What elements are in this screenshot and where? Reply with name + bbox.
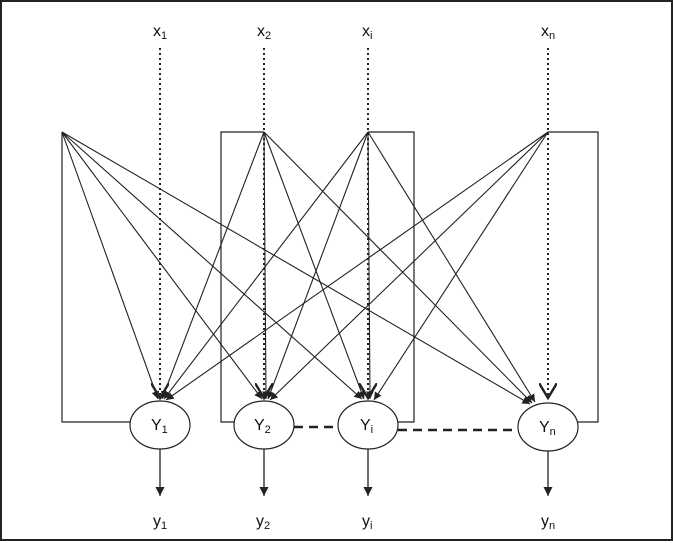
weight-1-1 xyxy=(61,131,160,400)
weight-i-1 xyxy=(163,131,369,400)
feedback-loop-yn xyxy=(548,131,599,423)
weight-n-2 xyxy=(269,131,549,401)
weight-2-i xyxy=(263,131,365,400)
weight-n-i xyxy=(373,131,549,401)
weight-1-n xyxy=(61,131,531,405)
input-label-x1: x1 xyxy=(153,23,167,42)
weight-n-1 xyxy=(165,131,549,401)
output-labels: y1 y2 yi yn xyxy=(153,513,555,532)
weight-2-n xyxy=(263,131,533,404)
neurons xyxy=(129,400,579,452)
input-lines xyxy=(160,48,548,398)
weight-1-2 xyxy=(61,131,263,400)
input-label-xn: xn xyxy=(541,23,555,42)
feedback-loop-y1 xyxy=(61,132,130,423)
weight-2-1 xyxy=(161,131,265,400)
neuron-label-y1: Y1 xyxy=(151,417,168,436)
neuron-labels: Y1 Y2 Yi Yn xyxy=(151,417,556,438)
neuron-label-yi: Yi xyxy=(360,417,373,436)
neuron-label-y2: Y2 xyxy=(254,417,271,436)
output-label-yi: yi xyxy=(362,513,372,532)
weight-2-2 xyxy=(262,131,270,400)
weight-1-i xyxy=(61,131,363,400)
weight-i-i xyxy=(366,131,374,400)
neuron-label-yn: Yn xyxy=(539,419,556,438)
input-label-xi: xi xyxy=(362,23,372,42)
weight-i-2 xyxy=(267,131,369,400)
output-arrows xyxy=(155,449,553,496)
feedback-loop-yi xyxy=(368,131,415,423)
output-label-y2: y2 xyxy=(256,513,270,532)
weight-connections xyxy=(61,131,549,405)
output-label-y1: y1 xyxy=(153,513,167,532)
feedback-loops xyxy=(61,131,599,423)
input-labels: x1 x2 xi xn xyxy=(153,23,555,42)
feedback-loop-y2 xyxy=(220,131,264,423)
lateral-connections xyxy=(294,425,518,432)
input-label-x2: x2 xyxy=(257,23,271,42)
weight-i-n xyxy=(367,131,536,403)
output-label-yn: yn xyxy=(541,513,555,532)
